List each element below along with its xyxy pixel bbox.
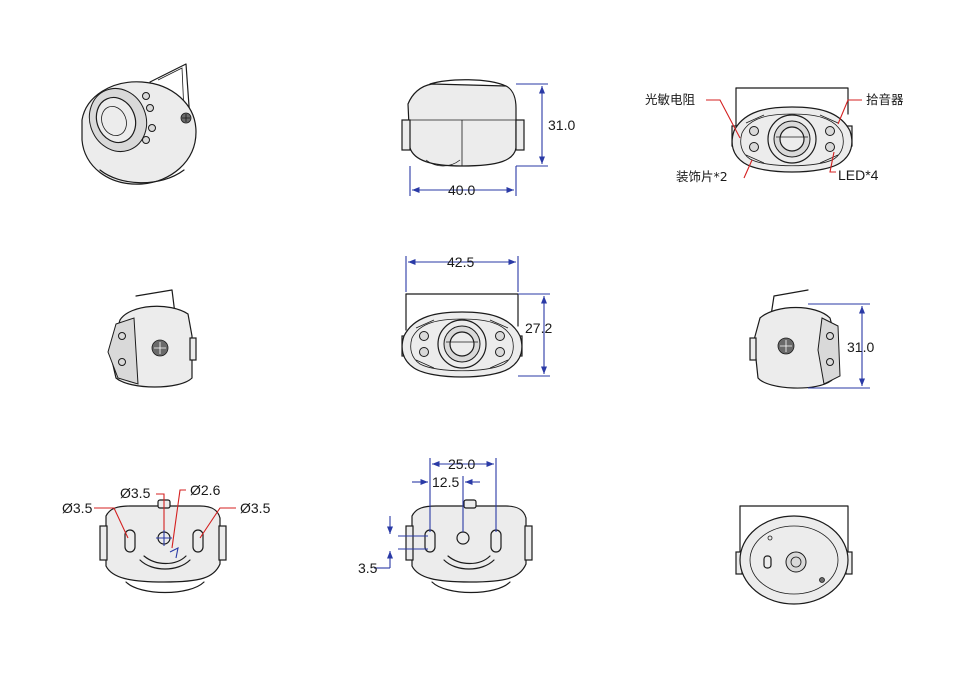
dim-label-offset: 3.5 (358, 560, 378, 576)
dimension-height-31-right (808, 303, 870, 389)
callout-lines (706, 99, 862, 179)
hole-label-left: Ø3.5 (62, 500, 93, 516)
top-holes-view (99, 499, 227, 594)
hole-label-right: Ø3.5 (240, 500, 271, 516)
dim-label-outer-spacing: 25.0 (448, 456, 475, 472)
dimension-height-27-2 (518, 293, 550, 377)
dim-label-height: 27.2 (525, 320, 552, 336)
front-side-view (401, 79, 525, 167)
dim-label-height: 31.0 (548, 117, 575, 133)
hole-callouts (94, 489, 236, 559)
bottom-view (735, 505, 853, 605)
left-side-view (107, 289, 197, 388)
front-labeled-view (731, 87, 853, 173)
front-dimensioned-view (401, 293, 523, 378)
label-trim: 装饰片*2 (676, 169, 728, 184)
dimension-height-31 (516, 83, 548, 167)
dim-label-height: 31.0 (847, 339, 874, 355)
hole-label-center: Ø3.5 (120, 485, 151, 501)
label-led: LED*4 (838, 167, 879, 183)
dimension-width-40 (409, 166, 517, 196)
right-side-view (749, 289, 841, 389)
dim-label-width: 40.0 (448, 182, 475, 198)
dim-label-inner-spacing: 12.5 (432, 474, 459, 490)
isometric-view (81, 63, 197, 185)
label-microphone: 拾音器 (866, 92, 904, 107)
dim-label-width: 42.5 (447, 254, 474, 270)
dimension-width-42-5 (405, 256, 519, 292)
spacing-dimensions (374, 458, 497, 569)
hole-label-center-small: Ø2.6 (190, 482, 221, 498)
label-photoresistor: 光敏电阻 (645, 92, 696, 107)
top-spacing-view (405, 499, 533, 594)
